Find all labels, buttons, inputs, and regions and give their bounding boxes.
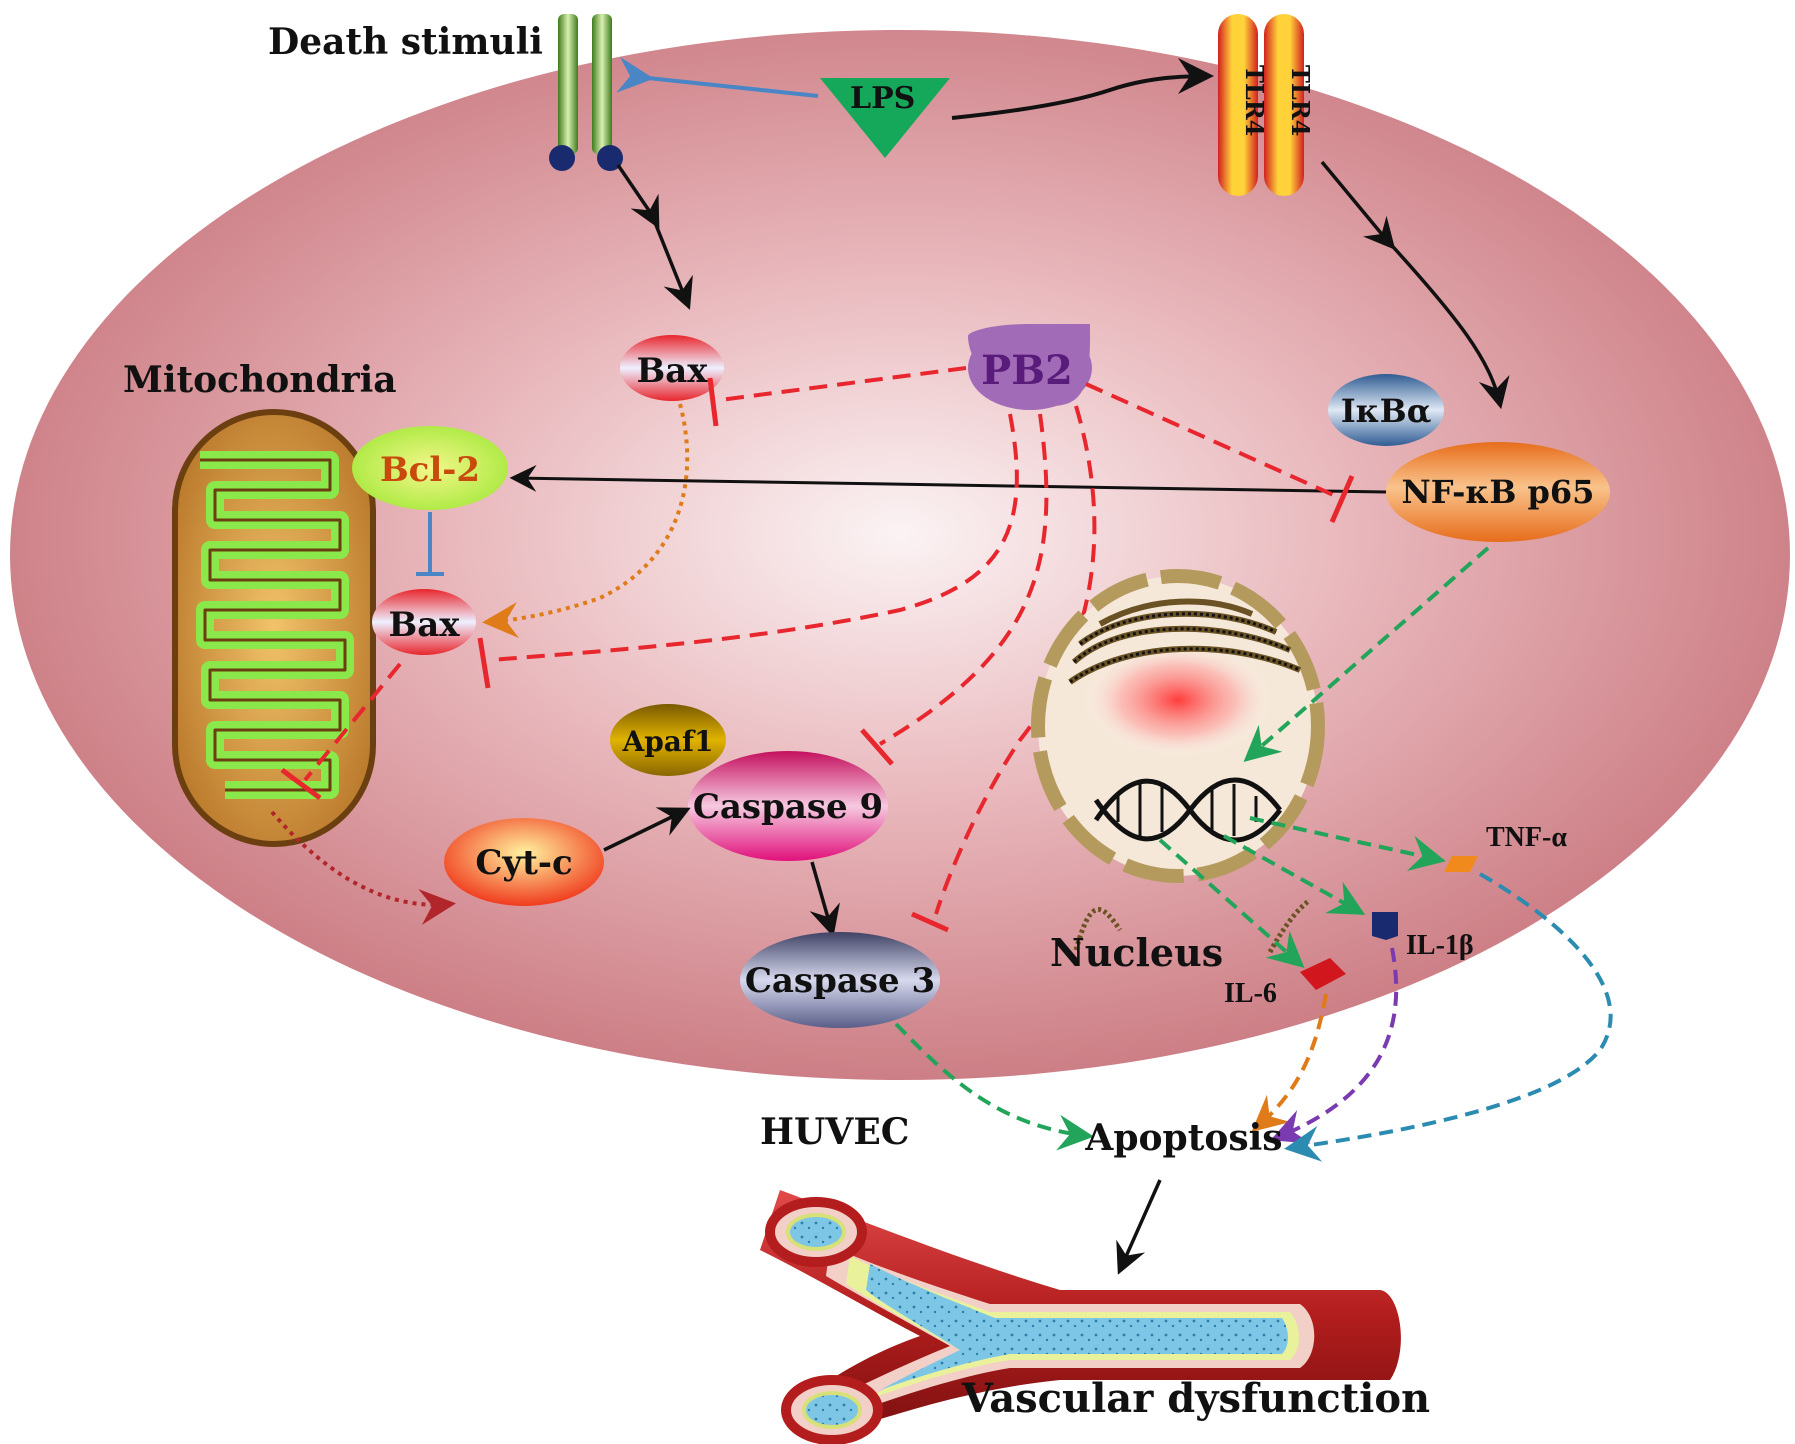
nfkb-node[interactable] [1386,442,1610,542]
il1b-icon [1372,912,1398,940]
caspase3-to-apoptosis-arrow [894,1022,1094,1151]
caspase9-to-caspase3-arrow [809,861,840,938]
apaf1-label: Apaf1 [622,725,714,758]
bar-nfkb [1329,475,1355,523]
bax-to-mito-dashed [303,662,402,782]
bar-caspase9 [860,728,894,766]
ikba-label: IκBα [1341,392,1432,430]
tnfa-label: TNF-α [1486,822,1567,853]
bax-to-mito-bar [280,767,322,801]
pb2-inhibits-nfkb [1085,382,1341,500]
blood-vessel-icon [760,1190,1401,1444]
tnfa-icon [1444,856,1478,872]
vascular-dysfunction-label: Vascular dysfunction [961,1375,1430,1422]
cytc-label: Cyt-c [475,843,572,883]
pb2-inhibits-caspase9 [878,413,1049,746]
death-receptor-to-bax-arrow [616,164,693,310]
caspase9-node[interactable] [688,751,888,861]
il6-icon [1300,958,1346,990]
inhibition-bars [477,377,1355,933]
pb2-body [968,326,1092,410]
apoptosis-label: Apoptosis [1084,1117,1282,1159]
death-stimuli-label: Death stimuli [268,21,543,63]
cytc-to-caspase9-arrow [603,807,691,852]
bax-top-label: Bax [636,351,708,391]
cytc-node[interactable] [444,818,604,906]
il1b-label: IL-1β [1406,930,1474,961]
death-receptor-icon [549,14,623,171]
bar-bax-mito [477,637,491,689]
bax-top-node[interactable] [620,335,724,401]
bar-caspase3 [910,911,950,933]
bar-bax-top [707,377,719,427]
il1b-to-apoptosis-arrow [1270,947,1399,1144]
bax-mito-node[interactable] [372,589,476,655]
caspase3-label: Caspase 3 [745,961,935,1001]
apoptosis-to-vessel-arrow [1116,1179,1162,1275]
pb2-inhibits-bax-mito [489,413,1019,662]
il6-to-apoptosis-arrow [1251,993,1328,1132]
nfkb-label: NF-κB p65 [1402,473,1595,511]
il6-label: IL-6 [1224,978,1277,1009]
bcl2-node[interactable] [352,426,508,510]
dna-helix-icon [1093,777,1282,843]
tlr4-label-b: TLR4 [1286,65,1315,136]
tnfa-to-apoptosis-arrow [1284,872,1613,1162]
mitochondrion-icon [172,409,376,847]
nucleus-to-il6-arrow [1158,838,1305,968]
apaf1-node[interactable] [610,704,726,776]
bcl2-label: Bcl-2 [380,450,480,490]
caspase9-label: Caspase 9 [693,787,883,827]
lps-to-death-receptor-arrow [616,56,819,98]
mitochondria-label: Mitochondria [123,359,397,401]
pb2-label: PB2 [981,347,1073,394]
nucleus-to-il1b-arrow [1223,834,1366,915]
cell-body [10,30,1790,1080]
lps-triangle-icon [820,78,950,158]
tlr4-label-a: TLR4 [1240,65,1269,136]
tlr4-receptor-icon: TLR4 TLR4 [1218,14,1315,196]
nfkb-to-bcl2-arrow [509,464,1387,494]
nucleus-label: Nucleus [1050,930,1223,975]
lps-to-tlr4-arrow [951,58,1214,120]
huvec-label: HUVEC [760,1111,909,1153]
ikba-node[interactable] [1328,374,1444,446]
pb2-inhibits-bax-top [719,366,967,402]
lps-label: LPS [850,81,915,116]
tlr4-to-nfkb-arrow [1320,160,1510,410]
nfkb-to-nucleus-arrow [1243,546,1490,762]
bax-mito-label: Bax [388,605,460,645]
nucleus-to-tnfa-arrow [1249,816,1446,872]
caspase3-node[interactable] [740,932,940,1028]
